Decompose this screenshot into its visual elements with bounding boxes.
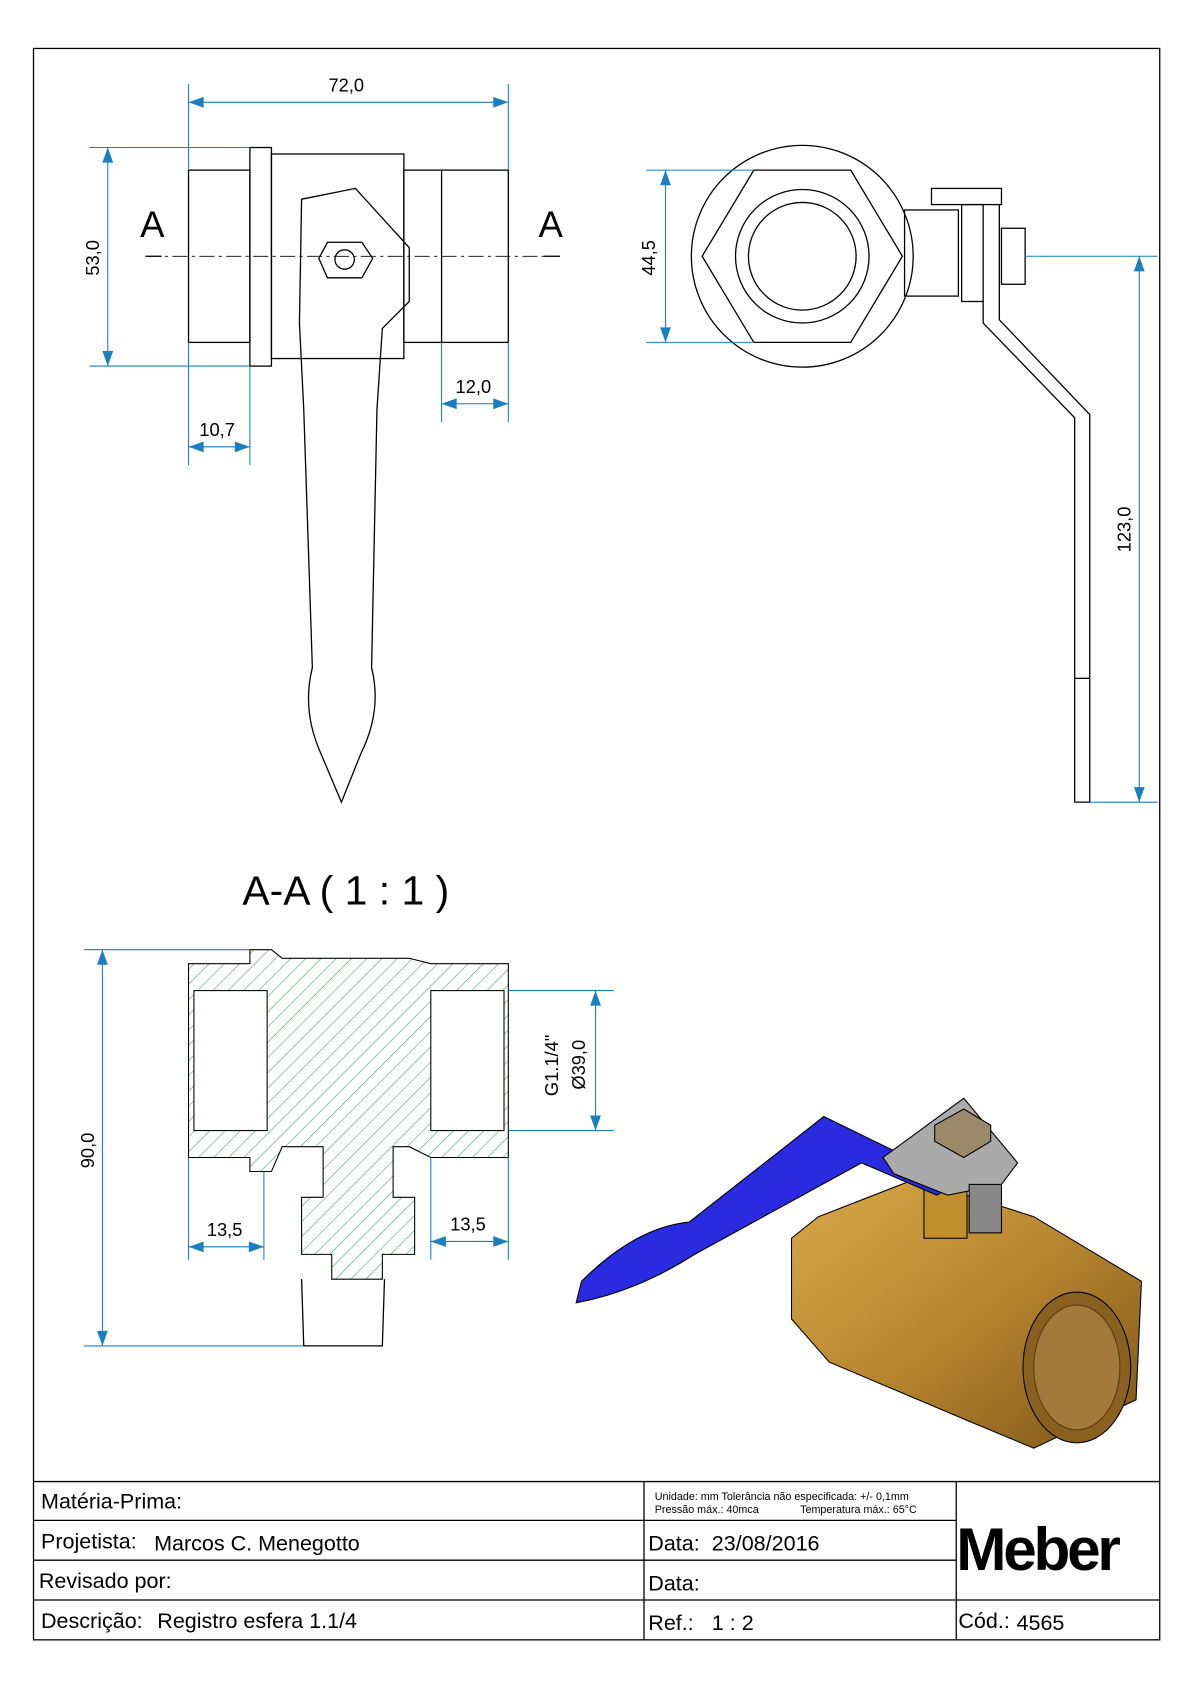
- valve-3d-render: [575, 1097, 1142, 1449]
- section-title: A-A ( 1 : 1 ): [242, 867, 449, 913]
- ref-label: Ref.:: [648, 1611, 693, 1635]
- dim-left-thread: 10,7: [199, 419, 235, 440]
- ref-value: 1 : 2: [712, 1611, 754, 1635]
- drawing-frame: [32, 47, 1161, 1641]
- notes-units-tolerance: Unidade: mm Tolerância não especificada:…: [655, 1491, 909, 1503]
- dim-right-thread: 12,0: [456, 376, 492, 397]
- dim-section-height: 90,0: [77, 1133, 98, 1169]
- dim-overall-length: 72,0: [329, 75, 365, 96]
- dim-thread-spec: G1.1/4": [541, 1035, 562, 1096]
- dim-section-left: 13,5: [207, 1219, 243, 1240]
- data-value: 23/08/2016: [712, 1531, 820, 1555]
- dim-lever-length: 123,0: [1114, 507, 1135, 553]
- data-label: Data:: [648, 1531, 699, 1555]
- section-mark-right: A: [538, 204, 563, 245]
- section-mark-left: A: [140, 204, 165, 245]
- descricao-label: Descrição:: [41, 1609, 143, 1633]
- notes-temperature: Temperatura máx.: 65°C: [800, 1504, 917, 1516]
- projetista-value: Marcos C. Menegotto: [154, 1531, 360, 1555]
- data2-label: Data:: [648, 1571, 699, 1595]
- dim-hex-size: 44,5: [638, 240, 659, 276]
- dim-height: 53,0: [82, 240, 103, 276]
- dim-thread-diameter: Ø39,0: [568, 1040, 589, 1090]
- meber-logo: Meber: [956, 1515, 1120, 1583]
- cod-value: 4565: [1017, 1611, 1065, 1635]
- projetista-label: Projetista:: [41, 1529, 137, 1553]
- notes-pressure: Pressão máx.: 40mca: [655, 1504, 759, 1516]
- title-block: [33, 1480, 1160, 1640]
- dim-section-right: 13,5: [450, 1214, 486, 1235]
- materia-prima-label: Matéria-Prima:: [41, 1489, 182, 1513]
- front-dimensions: 72,0 53,0 10,7 12,0: [82, 75, 509, 466]
- section-view: 90,0 G1.1/4" Ø39,0 13,5 13,5: [77, 949, 614, 1347]
- front-view: A A: [140, 146, 563, 804]
- cod-label: Cód.:: [958, 1609, 1009, 1633]
- revisado-label: Revisado por:: [39, 1569, 172, 1593]
- descricao-value: Registro esfera 1.1/4: [157, 1609, 357, 1633]
- side-view: 44,5 123,0: [638, 144, 1158, 803]
